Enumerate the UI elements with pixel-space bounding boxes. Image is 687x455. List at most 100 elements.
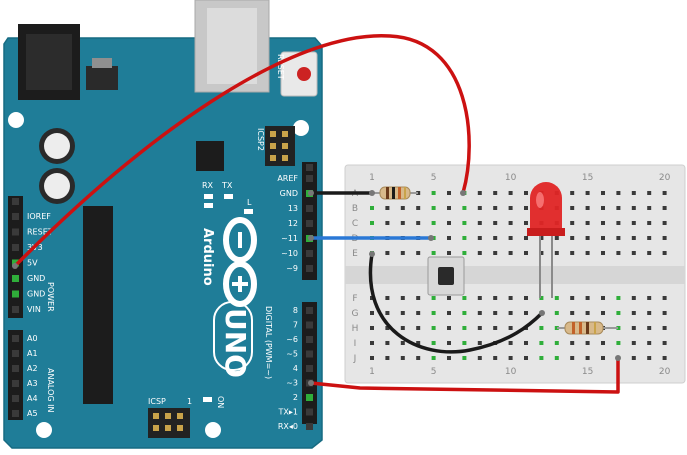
breadboard-hole — [493, 236, 498, 240]
breadboard-column-number: 1 — [369, 173, 375, 183]
breadboard-hole — [570, 236, 575, 240]
breadboard-hole — [570, 206, 575, 210]
arduino-board: RESET ICSP2 TX RX L Arduino UNO — [3, 0, 323, 449]
breadboard-hole — [631, 221, 636, 225]
breadboard-hole — [616, 251, 621, 255]
wire-end — [308, 235, 314, 241]
right-pin-label: ~9 — [286, 264, 298, 273]
header-pin — [12, 365, 19, 372]
header-pin — [306, 175, 313, 182]
breadboard-row-letter: E — [352, 249, 358, 259]
reset-button-cap[interactable] — [297, 67, 311, 81]
header-pin — [12, 198, 19, 205]
breadboard-hole — [554, 341, 559, 345]
breadboard-hole — [400, 221, 405, 225]
breadboard-hole — [524, 236, 528, 240]
breadboard-hole — [601, 206, 605, 210]
breadboard-hole — [539, 326, 544, 330]
icsp2-label: ICSP2 — [256, 128, 265, 151]
breadboard-hole — [477, 311, 482, 315]
pushbutton[interactable] — [427, 256, 465, 296]
header-pin — [12, 244, 19, 251]
wire-pin2 — [309, 356, 620, 394]
header-pin — [306, 423, 313, 430]
rx-label: RX — [202, 181, 214, 190]
rx-led — [204, 194, 213, 199]
capacitor-top — [44, 173, 70, 199]
power-header — [8, 196, 23, 318]
breadboard-hole — [447, 341, 451, 345]
breadboard-hole — [647, 341, 652, 345]
breadboard-hole — [662, 326, 667, 330]
header-pin — [12, 213, 19, 220]
breadboard-hole — [662, 191, 667, 195]
header-pin — [153, 425, 159, 431]
wire-end — [308, 380, 314, 386]
breadboard-hole — [539, 251, 544, 255]
right-pin-label: TX▸1 — [278, 408, 298, 417]
breadboard-row-letter: J — [353, 354, 357, 364]
digital-label: DIGITAL (PWM=~) — [264, 306, 273, 379]
breadboard-hole — [554, 356, 559, 360]
breadboard-hole — [493, 221, 498, 225]
breadboard-hole — [400, 206, 405, 210]
breadboard-hole — [601, 191, 605, 195]
breadboard-hole — [370, 356, 374, 360]
usb-chip — [196, 141, 224, 171]
breadboard-hole — [447, 311, 451, 315]
breadboard-hole — [400, 296, 405, 300]
breadboard-hole — [477, 251, 482, 255]
right-pin-label: ~10 — [281, 249, 298, 258]
breadboard-hole — [493, 296, 498, 300]
breadboard-hole — [447, 191, 451, 195]
breadboard-hole — [462, 326, 467, 330]
header-pin — [270, 143, 276, 149]
breadboard-hole — [447, 356, 451, 360]
left-header-pins — [12, 198, 19, 417]
breadboard-hole — [647, 326, 652, 330]
board-model-outline — [213, 301, 253, 371]
header-pin — [12, 275, 19, 282]
breadboard-hole — [416, 251, 421, 255]
breadboard-hole — [462, 311, 467, 315]
breadboard-hole — [631, 191, 636, 195]
header-pin — [270, 155, 276, 161]
breadboard-hole — [601, 341, 605, 345]
voltage-regulator-tab — [92, 58, 112, 68]
left-pin-label: A2 — [27, 364, 38, 373]
header-pin — [282, 155, 288, 161]
wire-end — [539, 310, 545, 316]
breadboard-hole — [585, 221, 590, 225]
header-pin — [306, 321, 313, 329]
breadboard-hole — [370, 341, 374, 345]
breadboard-hole — [431, 206, 436, 210]
breadboard-hole — [477, 236, 482, 240]
right-pin-label: 2 — [293, 393, 298, 402]
l-label: L — [247, 198, 252, 207]
header-pin — [177, 425, 183, 431]
breadboard-hole — [431, 341, 436, 345]
breadboard-hole — [647, 236, 652, 240]
breadboard-hole — [601, 296, 605, 300]
breadboard-hole — [447, 236, 451, 240]
usb-connector-inner — [207, 8, 257, 84]
breadboard-hole — [370, 311, 374, 315]
wire-end — [460, 190, 466, 196]
left-pin-label: A4 — [27, 394, 38, 403]
wire-end — [615, 355, 621, 361]
icsp2-pins — [270, 131, 288, 161]
icsp-pin1-label: 1 — [187, 397, 192, 406]
breadboard-hole — [416, 296, 421, 300]
header-pin — [282, 143, 288, 149]
breadboard-hole — [508, 326, 513, 330]
breadboard-hole — [462, 341, 467, 345]
arduino-name: Arduino — [200, 228, 215, 286]
breadboard-hole — [662, 206, 667, 210]
breadboard-hole — [416, 206, 421, 210]
header-pin — [12, 335, 19, 342]
breadboard-column-number: 15 — [582, 173, 593, 183]
left-pin-label: A5 — [27, 409, 38, 418]
breadboard-column-number: 10 — [505, 367, 517, 377]
right-pin-label: 7 — [293, 321, 298, 330]
right-pin-label: 13 — [288, 204, 298, 213]
